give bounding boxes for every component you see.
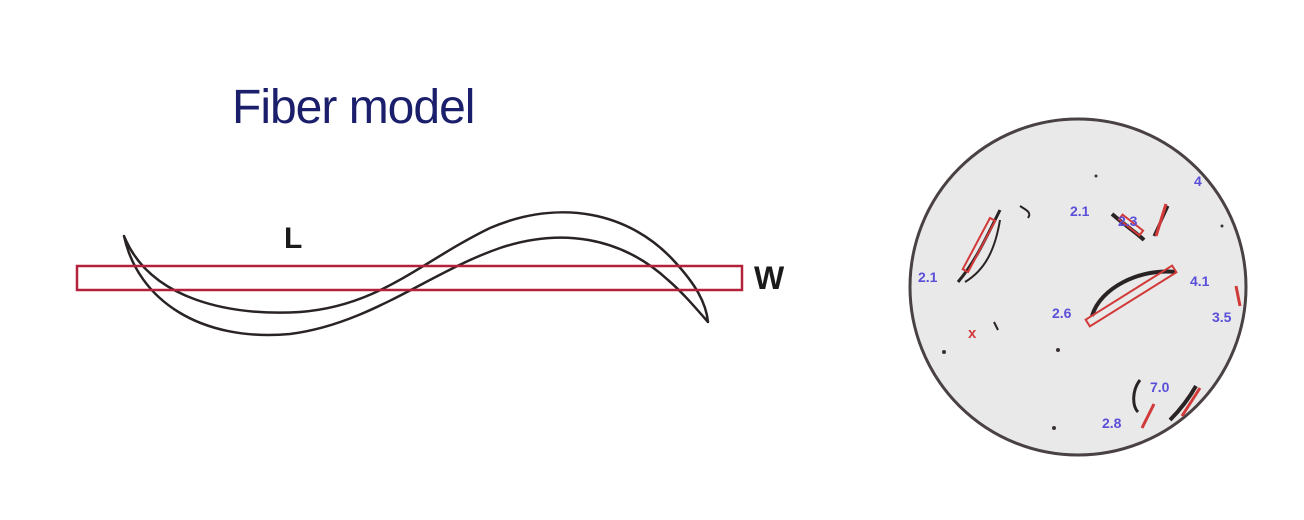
micro-measure-box: [1084, 264, 1178, 328]
micro-debris: [1094, 174, 1098, 178]
micro-fiber: [1019, 205, 1031, 219]
micro-measure-line: [1234, 285, 1242, 307]
fiber-bounding-box: [75, 264, 744, 292]
micro-label: 3.5: [1212, 309, 1232, 325]
micro-label: 2.6: [1052, 305, 1072, 321]
micro-label: 2.1: [918, 269, 938, 285]
micro-debris: [1052, 426, 1056, 430]
micro-measure-line: [1154, 203, 1168, 237]
micro-fiber: [1090, 269, 1177, 317]
micro-label: 4: [1194, 173, 1202, 189]
length-label: L: [284, 222, 303, 255]
micro-fiber: [1168, 385, 1198, 422]
micro-debris: [1220, 224, 1224, 228]
micro-cross-mark: x: [968, 325, 977, 342]
micro-label: 4.1: [1190, 273, 1210, 289]
micro-debris: [1056, 348, 1060, 352]
micro-measure-box: [961, 216, 997, 274]
micro-label: 7.0: [1150, 379, 1170, 395]
fiber-outline: [122, 211, 710, 337]
micro-debris: [942, 350, 946, 354]
micro-label: 2.8: [1102, 415, 1122, 431]
micrograph-circle: [908, 117, 1248, 457]
page-title: Fiber model: [232, 81, 475, 134]
micro-fiber: [964, 219, 1001, 283]
micro-fiber: [1132, 379, 1142, 414]
micro-measure-line: [1180, 387, 1202, 417]
micro-measure-line: [1140, 403, 1156, 429]
width-label: W: [754, 260, 785, 296]
micro-label: 2.1: [1070, 203, 1090, 219]
micro-fiber: [993, 321, 999, 331]
micro-label: 2.3: [1118, 213, 1138, 229]
micro-measure-box: [1117, 213, 1145, 237]
